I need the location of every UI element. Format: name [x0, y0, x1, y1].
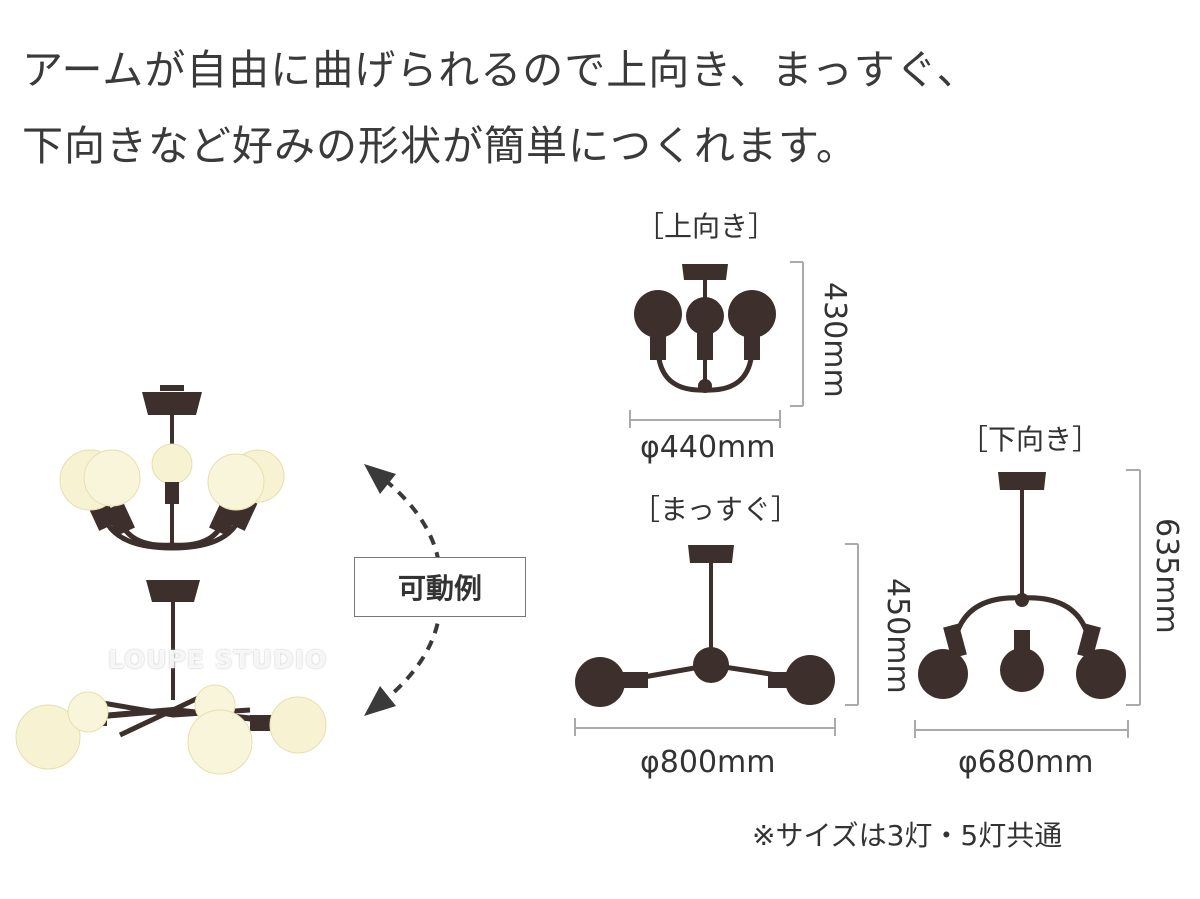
straight-lamp-diagram	[575, 545, 835, 707]
down-width-text: φ680mm	[958, 745, 1094, 780]
up-label: ［上向き］	[636, 210, 777, 243]
up-width-text: φ440mm	[640, 430, 776, 465]
down-lamp-diagram	[918, 472, 1126, 699]
watermark-text: LOUPE STUDIO	[108, 645, 328, 674]
heading-line-2: 下向きなど好みの形状が簡単につくれます。	[22, 122, 858, 170]
down-height-text: 635mm	[1149, 518, 1184, 634]
up-height-text: 430mm	[817, 282, 852, 398]
straight-height-text: 450mm	[880, 578, 915, 694]
heading-line-1: アームが自由に曲げられるので上向き、まっすぐ、	[22, 46, 979, 94]
upper-lamp-image	[59, 385, 285, 551]
size-note: ※サイズは3灯・5灯共通	[752, 819, 1063, 852]
straight-label: ［まっすぐ］	[632, 493, 799, 526]
lower-lamp-image	[15, 580, 327, 775]
chandelier-photo	[15, 385, 327, 775]
down-label: ［下向き］	[960, 423, 1101, 456]
up-lamp-diagram	[634, 264, 776, 393]
straight-width-text: φ800mm	[640, 745, 776, 780]
movable-example-label: 可動例	[354, 557, 526, 617]
